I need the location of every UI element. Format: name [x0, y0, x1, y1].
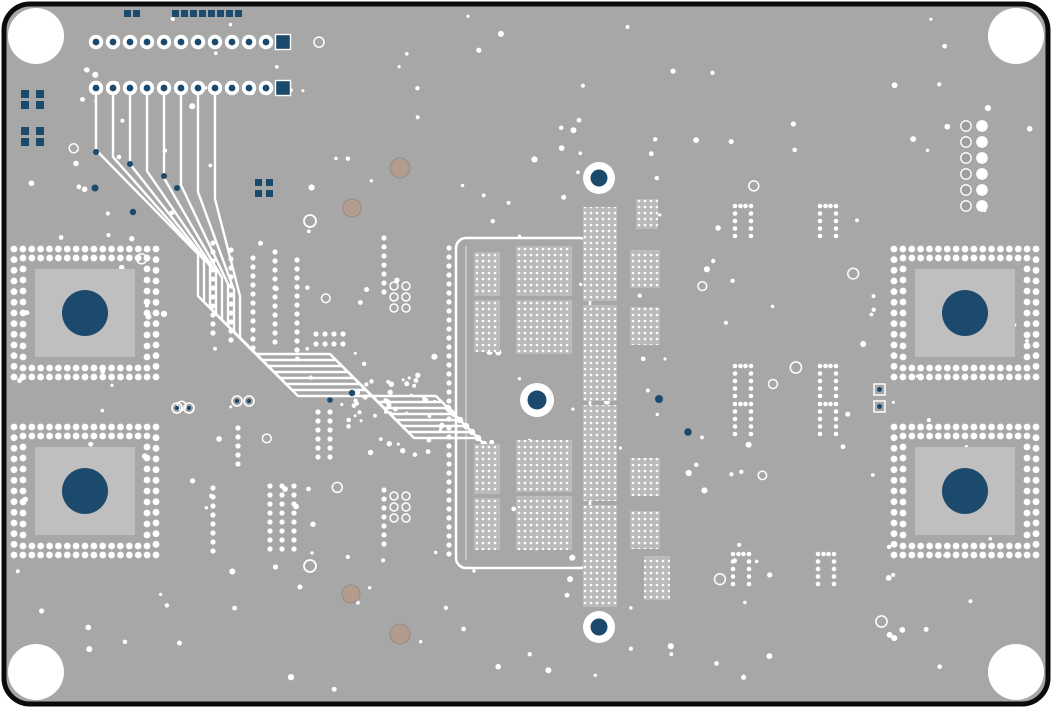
thermal-pad-array	[474, 444, 500, 494]
thermal-pad-array	[474, 300, 500, 352]
mounting-holes	[8, 8, 1044, 700]
header-connector	[21, 10, 292, 197]
drill-pad	[21, 101, 29, 109]
drill-pad	[36, 138, 44, 146]
pad-array	[583, 207, 617, 301]
edge-pad	[208, 10, 215, 17]
edge-pad	[235, 10, 242, 17]
pad-arrays	[583, 199, 670, 607]
pad-array	[644, 556, 670, 600]
ic-center-hole	[62, 290, 108, 336]
thermal-pad-array	[474, 252, 500, 296]
edge-pad	[172, 10, 179, 17]
mounting-hole	[8, 8, 64, 64]
mounting-hole	[988, 644, 1044, 700]
pad-array	[583, 405, 617, 501]
drill-pad	[266, 190, 273, 197]
thermal-pad-array	[516, 246, 572, 296]
edge-pad	[181, 10, 188, 17]
edge-pad	[217, 10, 224, 17]
header-terminal-pad	[274, 79, 292, 97]
header-terminal-pad	[274, 33, 292, 51]
test-points	[583, 162, 615, 643]
drill-pad	[255, 179, 262, 186]
bare-pad-hole	[341, 584, 361, 604]
ic-center-hole	[62, 468, 108, 514]
power-module-footprint	[454, 236, 592, 570]
edge-pad	[133, 10, 140, 17]
ic-center-hole	[942, 290, 988, 336]
inductor-footprints	[730, 203, 839, 587]
ic-center-hole	[942, 468, 988, 514]
bare-pad-hole	[389, 623, 411, 645]
drill-pad	[255, 190, 262, 197]
pad-array	[630, 511, 660, 549]
ic-footprint	[890, 423, 1040, 559]
edge-pad	[226, 10, 233, 17]
edge-pad	[190, 10, 197, 17]
module-outline	[454, 236, 592, 570]
thermal-pad-array	[516, 496, 572, 550]
drill-pad	[36, 90, 44, 98]
pad-array	[630, 250, 660, 288]
corner-ic-footprints	[10, 245, 1040, 559]
via-fences	[210, 235, 452, 557]
pad-array	[630, 307, 660, 345]
thermal-pad-array	[516, 440, 572, 492]
pad-array	[636, 199, 658, 229]
drill-pad	[21, 90, 29, 98]
bare-pad-hole	[389, 157, 411, 179]
ic-footprint	[10, 423, 160, 559]
thermal-pad-array	[474, 498, 500, 550]
drill-pad	[36, 101, 44, 109]
edge-pad	[199, 10, 206, 17]
edge-pad	[124, 10, 131, 17]
drill-pad	[21, 127, 29, 135]
drill-pad	[36, 127, 44, 135]
ic-footprint	[10, 245, 160, 381]
drill-pad	[21, 138, 29, 146]
pad-array	[630, 458, 660, 496]
small-footprints	[389, 281, 411, 523]
misc-vias	[91, 120, 988, 573]
unplated-holes	[341, 157, 411, 645]
bare-pad-hole	[342, 198, 362, 218]
mounting-hole	[988, 8, 1044, 64]
pad-array	[583, 505, 617, 607]
pad-array	[583, 305, 617, 401]
drill-pad	[266, 179, 273, 186]
ic-footprint	[890, 245, 1040, 381]
mounting-hole	[8, 644, 64, 700]
thermal-pad-array	[516, 300, 572, 354]
